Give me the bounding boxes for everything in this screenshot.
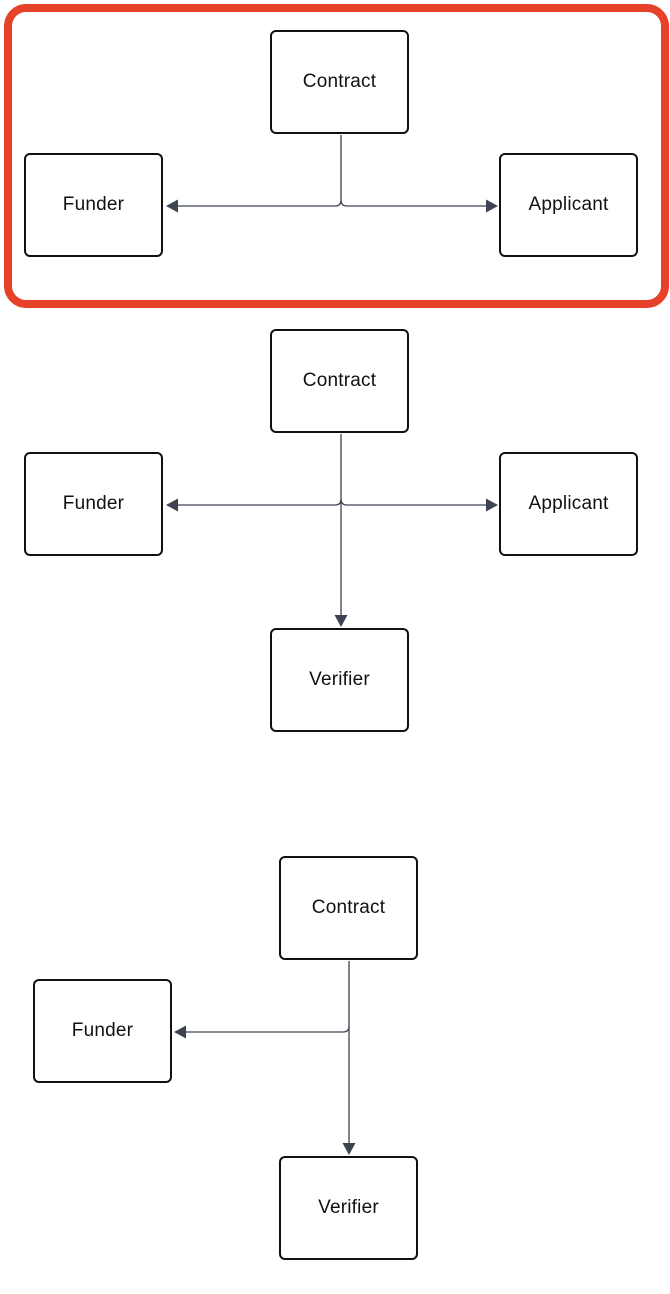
node-applicant: Applicant xyxy=(499,153,638,257)
node-label: Funder xyxy=(62,194,125,215)
diagram-1-edges xyxy=(166,135,498,213)
node-verifier: Verifier xyxy=(270,628,409,732)
node-label: Verifier xyxy=(309,669,370,690)
node-verifier: Verifier xyxy=(279,1156,418,1260)
edge-contract-to-applicant xyxy=(340,498,487,506)
edge-contract-to-funder xyxy=(176,434,342,506)
arrowhead-funder xyxy=(174,1025,186,1039)
node-label: Contract xyxy=(302,71,377,92)
node-contract: Contract xyxy=(279,856,418,960)
arrowhead-applicant xyxy=(486,199,498,213)
node-applicant: Applicant xyxy=(499,452,638,556)
node-funder: Funder xyxy=(24,452,163,556)
node-label: Funder xyxy=(71,1020,134,1041)
node-funder: Funder xyxy=(33,979,172,1083)
arrowhead-funder xyxy=(166,498,178,512)
node-label: Applicant xyxy=(528,194,609,215)
node-contract: Contract xyxy=(270,329,409,433)
node-funder: Funder xyxy=(24,153,163,257)
arrowhead-funder xyxy=(166,199,178,213)
diagram-3-edges xyxy=(174,961,356,1155)
diagram-2-edges xyxy=(166,434,498,627)
edge-contract-to-funder xyxy=(176,135,342,207)
edge-contract-to-funder xyxy=(185,961,350,1033)
edge-contract-to-applicant xyxy=(340,199,487,207)
node-label: Applicant xyxy=(528,493,609,514)
highlight-frame xyxy=(4,4,669,308)
arrowhead-verifier xyxy=(334,615,348,627)
node-contract: Contract xyxy=(270,30,409,134)
arrowhead-verifier xyxy=(342,1143,356,1155)
node-label: Funder xyxy=(62,493,125,514)
arrowhead-applicant xyxy=(486,498,498,512)
node-label: Verifier xyxy=(318,1197,379,1218)
node-label: Contract xyxy=(302,370,377,391)
node-label: Contract xyxy=(311,897,386,918)
